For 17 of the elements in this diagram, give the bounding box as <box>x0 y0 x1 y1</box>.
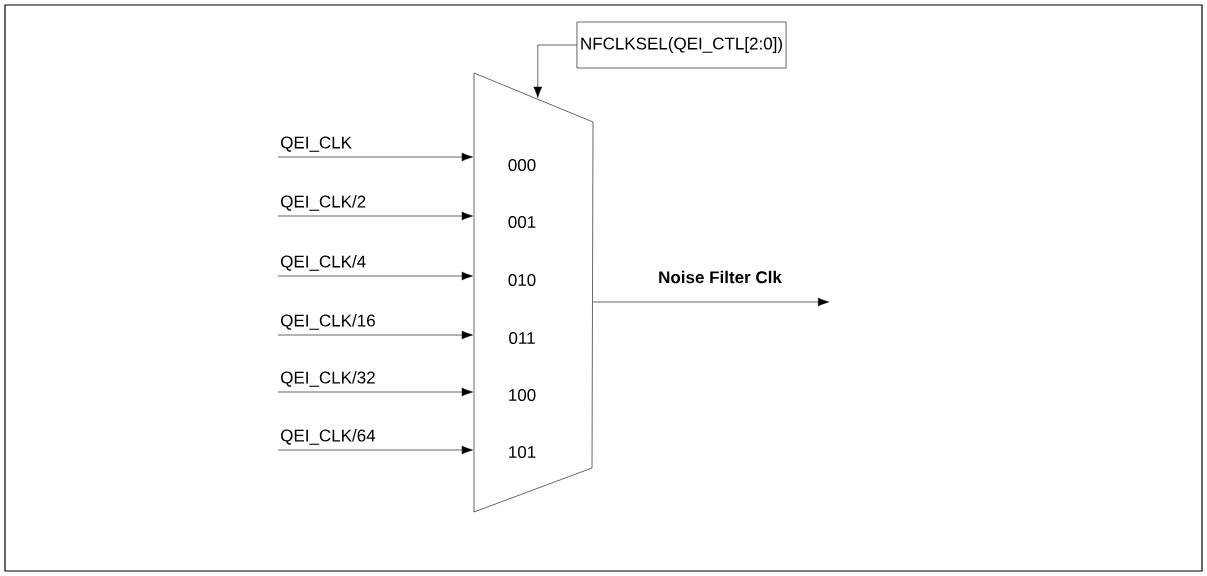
signal-label: QEI_CLK/64 <box>281 429 376 445</box>
arrow <box>277 387 473 397</box>
arrow <box>277 152 473 162</box>
arrow <box>533 44 577 98</box>
multiplexer: 000 001 010 011 100 101 <box>473 72 594 513</box>
arrow <box>277 330 473 340</box>
signal-label: QEI_CLK <box>281 136 352 152</box>
signal-label: QEI_CLK/2 <box>281 195 366 211</box>
arrow <box>592 297 830 307</box>
select-box: NFCLKSEL(QEI_CTL[2:0]) <box>576 21 787 69</box>
arrow <box>277 211 473 221</box>
signal-label: QEI_CLK/32 <box>281 371 375 387</box>
edge-label: Noise Filter Clk <box>656 268 784 286</box>
signal-label: QEI_CLK/16 <box>281 314 375 330</box>
arrow <box>277 271 473 281</box>
signal-label: QEI_CLK/4 <box>281 255 366 271</box>
arrow <box>277 445 473 455</box>
